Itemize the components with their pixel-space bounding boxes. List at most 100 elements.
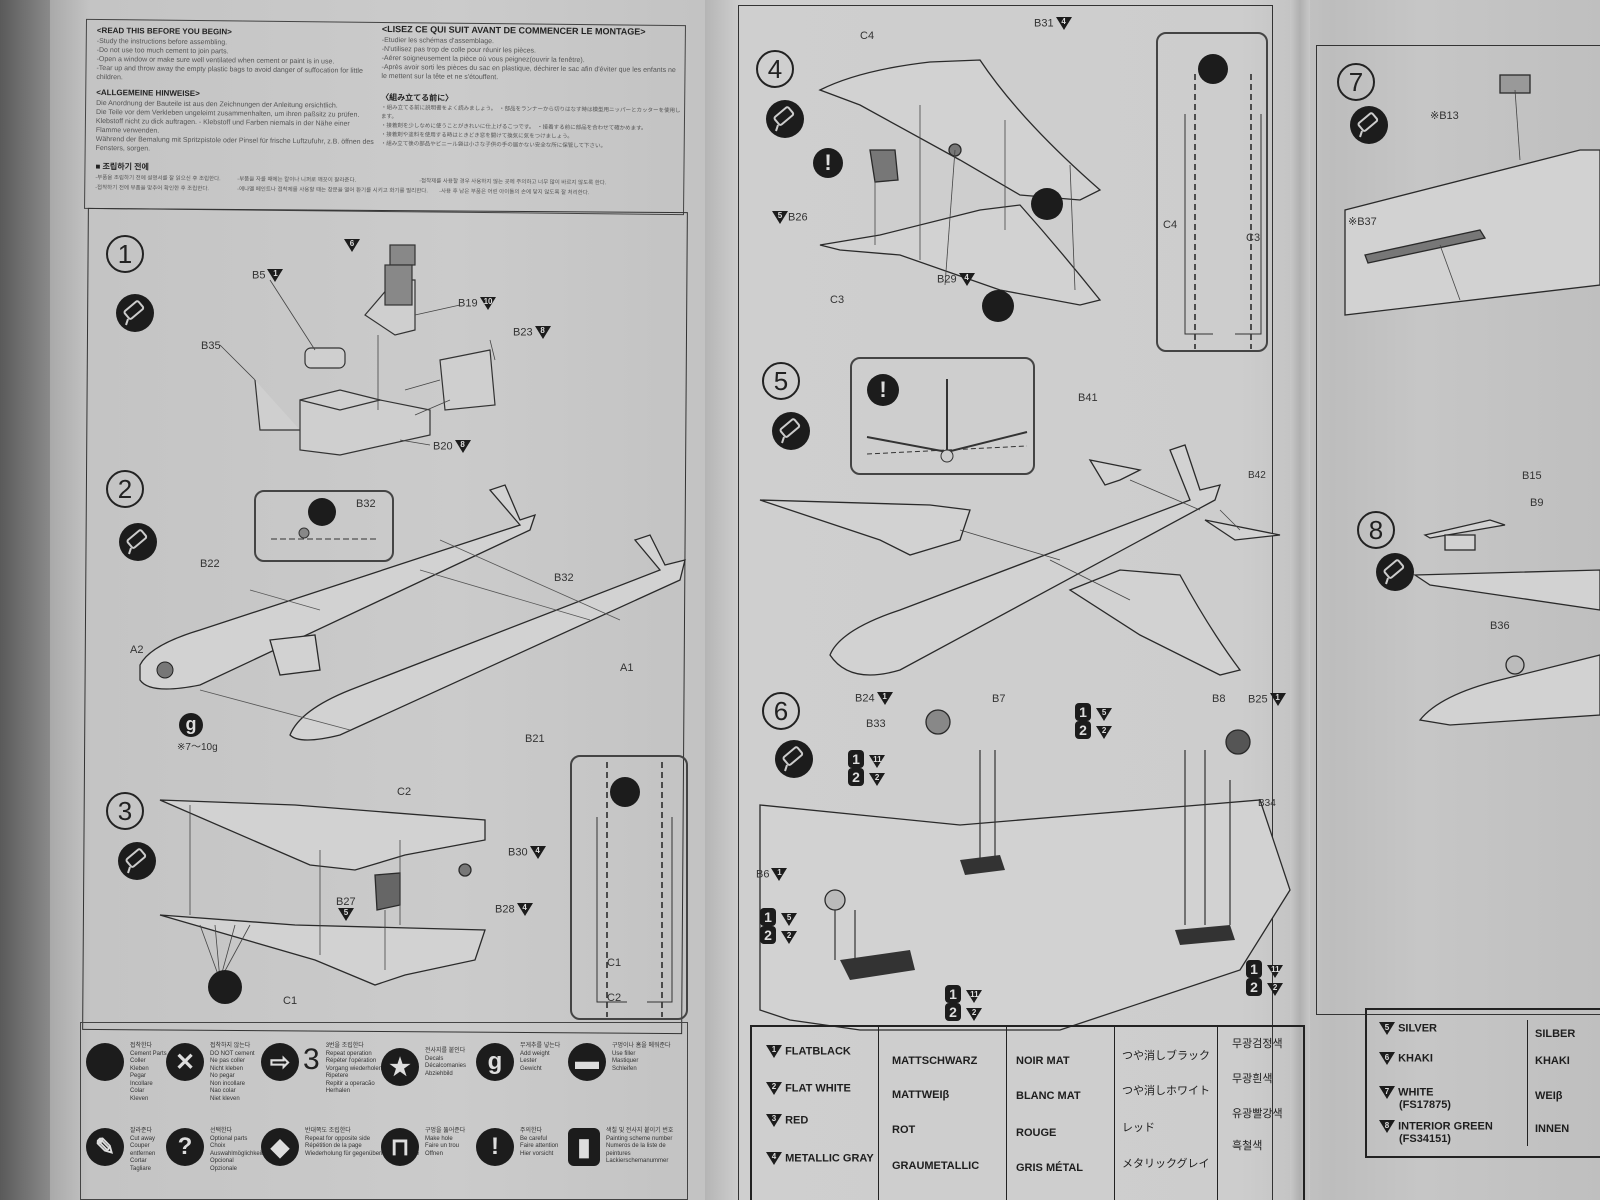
part-label: B8 bbox=[1212, 693, 1226, 705]
paint-french: NOIR MAT bbox=[1016, 1055, 1070, 1067]
step-number-text: 8 bbox=[1368, 514, 1384, 545]
paint-japanese: つや消しブラック bbox=[1122, 1050, 1210, 1062]
paint-german: ROT bbox=[892, 1124, 916, 1136]
step-number-text: 3 bbox=[117, 795, 133, 826]
paint-german: INNEN bbox=[1535, 1123, 1570, 1135]
note-line: -Tear up and throw away the empty plasti… bbox=[96, 64, 363, 82]
inset-wing-section-drawing bbox=[596, 762, 673, 1017]
part-label: B33 bbox=[866, 718, 886, 730]
do-not-cement-icon: ✕ bbox=[166, 1043, 204, 1081]
background-edge bbox=[0, 0, 50, 1200]
weight-note: ※7〜10g bbox=[177, 742, 218, 753]
steps-4-6-frame bbox=[738, 5, 1273, 1200]
notes-japanese-title: 〈組み立てる前に〉 bbox=[381, 92, 454, 103]
cement-icon bbox=[118, 842, 156, 880]
part-label: B15 bbox=[1522, 470, 1542, 482]
cement-icon bbox=[116, 294, 154, 332]
opposite-side-icon: ◆ bbox=[261, 1128, 299, 1166]
step-5-number: 5 bbox=[762, 362, 800, 400]
notes-english-title: <READ THIS BEFORE YOU BEGIN> bbox=[96, 25, 232, 37]
cement-icon bbox=[766, 100, 804, 138]
step-number-text: 6 bbox=[773, 695, 789, 726]
paint-color-table-2: 5 SILVER 6 KHAKI 7 WHITE(FS17875) 8 INTE… bbox=[1365, 1008, 1600, 1158]
inset-part-drawing bbox=[271, 527, 376, 540]
step-4-wing-drawing bbox=[818, 59, 1102, 306]
repeat-icon: ⇨ bbox=[261, 1043, 299, 1081]
part-label: B9 bbox=[1530, 497, 1544, 509]
paint-korean: 무광흰색 bbox=[1232, 1073, 1273, 1085]
table-divider bbox=[1527, 1020, 1528, 1146]
caution-icon: ! bbox=[867, 374, 899, 406]
note-line: -사용 후 남은 부품은 어린 아이들의 손에 닿지 않도록 잘 처리한다. bbox=[439, 188, 590, 197]
paint-row-7: 7 WHITE(FS17875) bbox=[1377, 1086, 1451, 1111]
paint-label: 6 bbox=[342, 239, 360, 252]
step-7-number: 7 bbox=[1337, 63, 1375, 101]
paint-row-4: 4 METALLIC GRAY bbox=[764, 1152, 874, 1165]
step-5-aircraft-drawing bbox=[759, 444, 1281, 676]
scheme-number-icon: ▮ bbox=[568, 1128, 600, 1166]
step-2-fuselage-drawing bbox=[139, 484, 686, 741]
step-8-number: 8 bbox=[1357, 511, 1395, 549]
paint-korean: 유광빨강색 bbox=[1232, 1108, 1283, 1120]
cement-icon bbox=[119, 523, 157, 561]
paint-german: SILBER bbox=[1535, 1028, 1576, 1040]
paint-col-english bbox=[752, 1027, 879, 1200]
paint-col-japanese bbox=[1114, 1027, 1218, 1200]
cut-away-icon bbox=[610, 777, 640, 807]
inset-wing-section-drawing bbox=[1184, 74, 1262, 349]
part-label: C1 bbox=[607, 957, 622, 969]
paint-japanese: メタリックグレイ bbox=[1122, 1158, 1210, 1170]
step-6-number: 6 bbox=[762, 692, 800, 730]
paint-japanese: つや消しホワイト bbox=[1122, 1085, 1210, 1097]
cement-icon bbox=[1350, 106, 1388, 144]
part-label: C4 bbox=[860, 30, 875, 42]
part-label: B22 bbox=[200, 558, 220, 570]
part-label: C1 bbox=[283, 995, 298, 1007]
paint-row-3: 3 RED bbox=[764, 1114, 808, 1127]
step-number-text: 2 bbox=[117, 473, 133, 504]
decal-star-icon: ★ bbox=[381, 1048, 419, 1086]
cement-icon bbox=[86, 1043, 124, 1081]
notes-french: <LISEZ CE QUI SUIT AVANT DE COMMENCER LE… bbox=[381, 24, 682, 84]
step-2-cut-inset: B32 bbox=[254, 490, 394, 562]
make-hole-icon bbox=[208, 970, 242, 1004]
paint-german: MATTWEIβ bbox=[892, 1089, 950, 1101]
step-3-detail-inset: C1 C2 bbox=[570, 755, 688, 1020]
step-3-number: 3 bbox=[106, 792, 144, 830]
paint-row-2: 2 FLAT WHITE bbox=[764, 1082, 851, 1095]
part-label: A2 bbox=[130, 644, 144, 656]
step-1-cockpit-drawing bbox=[219, 244, 496, 456]
part-label: B41 bbox=[1078, 392, 1098, 404]
cement-icon bbox=[775, 740, 813, 778]
part-label: ※B13 bbox=[1430, 110, 1459, 122]
filler-icon: ▬ bbox=[568, 1043, 606, 1081]
step-number-text: 1 bbox=[117, 238, 133, 269]
note-line: -부품을 조립하기 전에 설명서를 잘 읽으신 후 조립한다. bbox=[95, 174, 221, 183]
part-label: A1 bbox=[620, 662, 634, 674]
paint-row-6: 6 KHAKI bbox=[1377, 1052, 1433, 1065]
cement-icon bbox=[1376, 553, 1414, 591]
paint-korean: 무광검정색 bbox=[1232, 1038, 1283, 1050]
paint-french: BLANC MAT bbox=[1016, 1090, 1081, 1102]
notes-japanese: 〈組み立てる前に〉 ・組み立てる前に説明書をよく読みましょう。 ・部品をランナー… bbox=[381, 93, 682, 152]
paint-color-table: 1 FLATBLACK 2 FLAT WHITE 3 RED 4 METALLI… bbox=[750, 1025, 1305, 1200]
part-label: C2 bbox=[607, 992, 622, 1004]
step-7-aircraft-drawing bbox=[1344, 74, 1600, 316]
steps-7-8-frame bbox=[1316, 45, 1600, 1015]
